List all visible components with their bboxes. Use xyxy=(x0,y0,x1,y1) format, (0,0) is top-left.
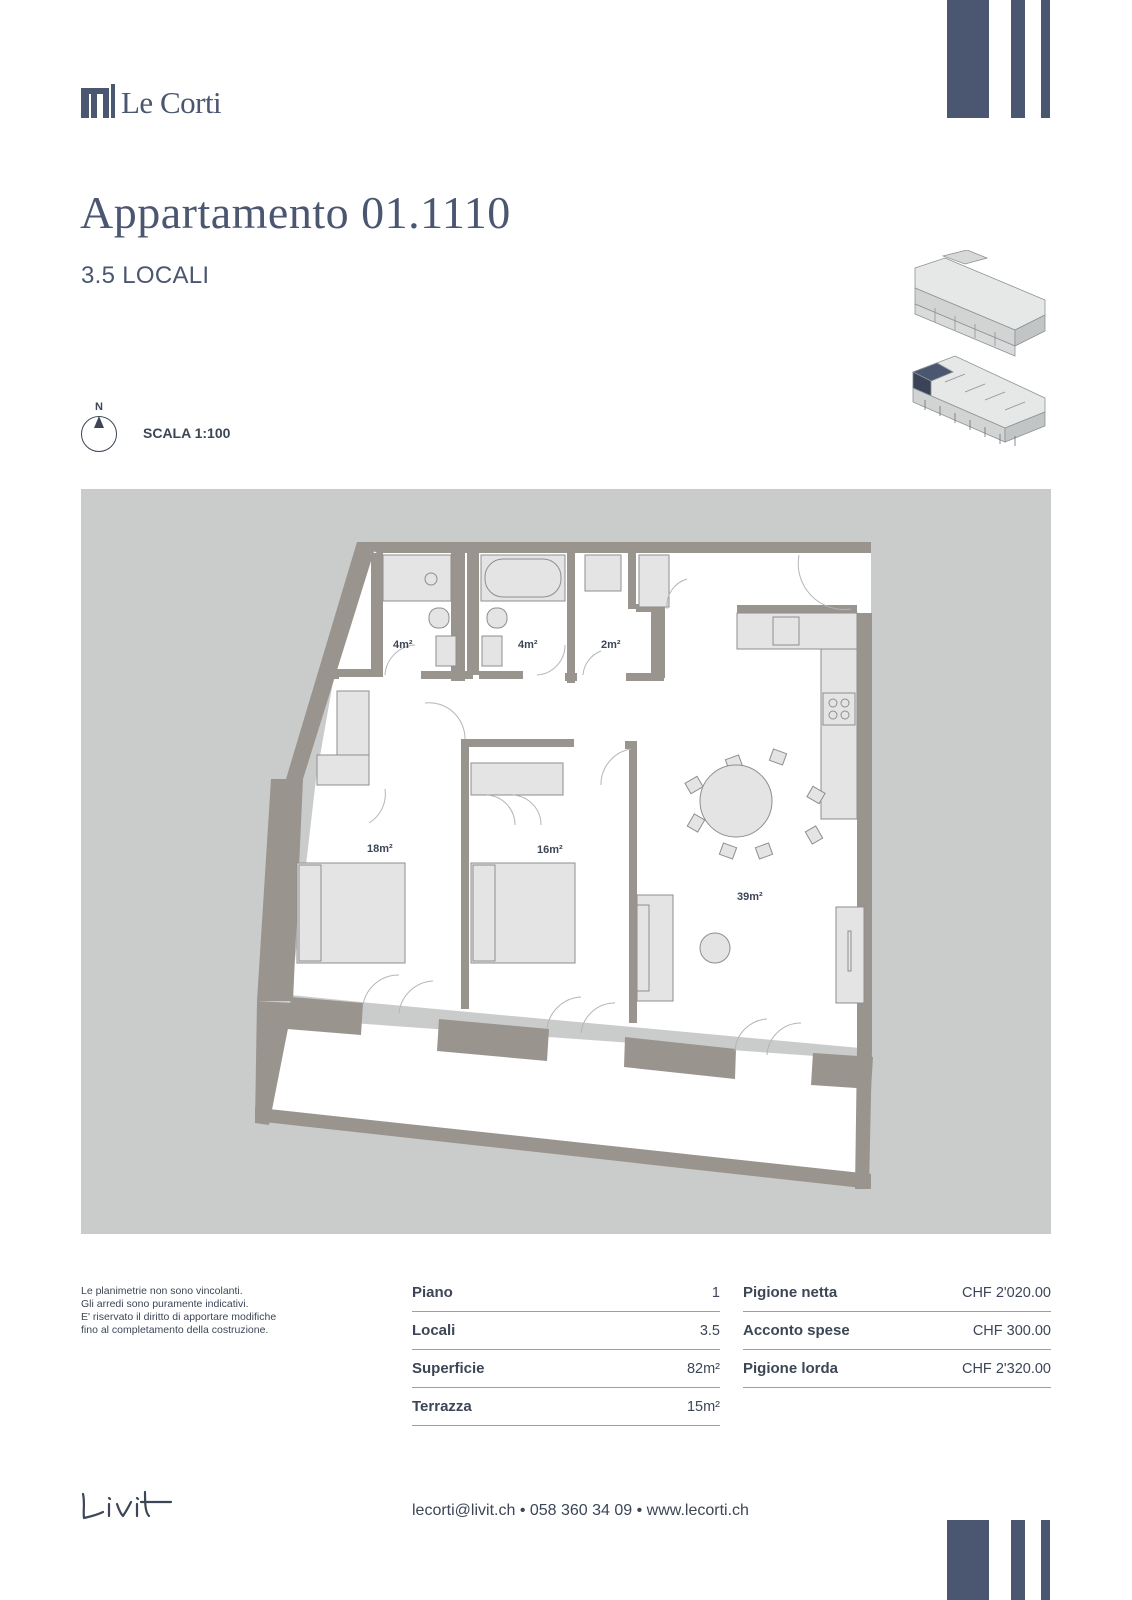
contact-info: lecorti@livit.ch • 058 360 34 09 • www.l… xyxy=(412,1502,749,1519)
decorative-bar-bottom-narrow xyxy=(1041,1520,1050,1600)
brand-logo: Le Corti xyxy=(81,82,222,120)
floor-plan: 4m² 4m² 2m² 18m² 16m² 39m² xyxy=(81,489,1051,1234)
details-value: 82m² xyxy=(686,1360,720,1377)
details-value: 15m² xyxy=(686,1398,720,1415)
details-label: Piano xyxy=(412,1284,453,1301)
decorative-bar-top-narrow xyxy=(1041,0,1050,118)
details-row-rooms: Locali 3.5 xyxy=(412,1312,720,1350)
details-row-surface: Superficie 82m² xyxy=(412,1350,720,1388)
disclaimer-line: E' riservato il diritto di apportare mod… xyxy=(81,1311,277,1323)
details-value: 3.5 xyxy=(699,1322,720,1339)
room-area-bath-2: 4m² xyxy=(518,639,538,651)
details-row-terrace: Terrazza 15m² xyxy=(412,1388,720,1426)
disclaimer-line: Le planimetrie non sono vincolanti. xyxy=(81,1285,243,1297)
price-row-service-charges: Acconto spese CHF 300.00 xyxy=(743,1312,1051,1350)
room-area-bedroom-2: 16m² xyxy=(537,844,563,856)
price-row-net-rent: Pigione netta CHF 2'020.00 xyxy=(743,1274,1051,1312)
brand-name: Le Corti xyxy=(121,85,222,120)
price-row-gross-rent: Pigione lorda CHF 2'320.00 xyxy=(743,1350,1051,1388)
building-logo-icon xyxy=(81,84,115,118)
rent-prices-table: Pigione netta CHF 2'020.00 Acconto spese… xyxy=(743,1274,1051,1388)
price-label: Acconto spese xyxy=(743,1322,850,1339)
scale-label: SCALA 1:100 xyxy=(143,425,231,441)
north-label: N xyxy=(95,401,103,413)
room-area-bath-1: 4m² xyxy=(393,639,413,651)
decorative-bar-bottom-medium xyxy=(1011,1520,1025,1600)
details-value: 1 xyxy=(711,1284,720,1301)
decorative-bar-top-wide xyxy=(947,0,989,118)
page-title: Appartamento 01.1110 xyxy=(80,187,511,238)
floor-plan-drawing: 4m² 4m² 2m² 18m² 16m² 39m² xyxy=(255,542,873,1189)
disclaimer: Le planimetrie non sono vincolanti. Gli … xyxy=(81,1285,276,1337)
details-label: Terrazza xyxy=(412,1398,472,1415)
building-isometric-icon xyxy=(912,250,1046,446)
price-value: CHF 2'020.00 xyxy=(961,1284,1051,1301)
details-label: Locali xyxy=(412,1322,456,1339)
apartment-details-table: Piano 1 Locali 3.5 Superficie 82m² Terra… xyxy=(412,1274,720,1426)
decorative-bar-bottom-wide xyxy=(947,1520,989,1600)
disclaimer-line: fino al completamento della costruzione. xyxy=(81,1324,269,1336)
price-value: CHF 300.00 xyxy=(972,1322,1051,1339)
price-label: Pigione lorda xyxy=(743,1360,839,1377)
price-label: Pigione netta xyxy=(743,1284,838,1301)
decorative-bar-top-medium xyxy=(1011,0,1025,118)
details-row-floor: Piano 1 xyxy=(412,1274,720,1312)
room-area-storage: 2m² xyxy=(601,639,621,651)
disclaimer-line: Gli arredi sono puramente indicativi. xyxy=(81,1298,249,1310)
details-label: Superficie xyxy=(412,1360,485,1377)
north-arrow-icon: N xyxy=(81,401,117,452)
room-area-living: 39m² xyxy=(737,891,763,903)
price-value: CHF 2'320.00 xyxy=(961,1360,1051,1377)
livit-logo-icon xyxy=(81,1490,173,1520)
page-subtitle: 3.5 LOCALI xyxy=(81,262,210,289)
room-area-bedroom-1: 18m² xyxy=(367,843,393,855)
